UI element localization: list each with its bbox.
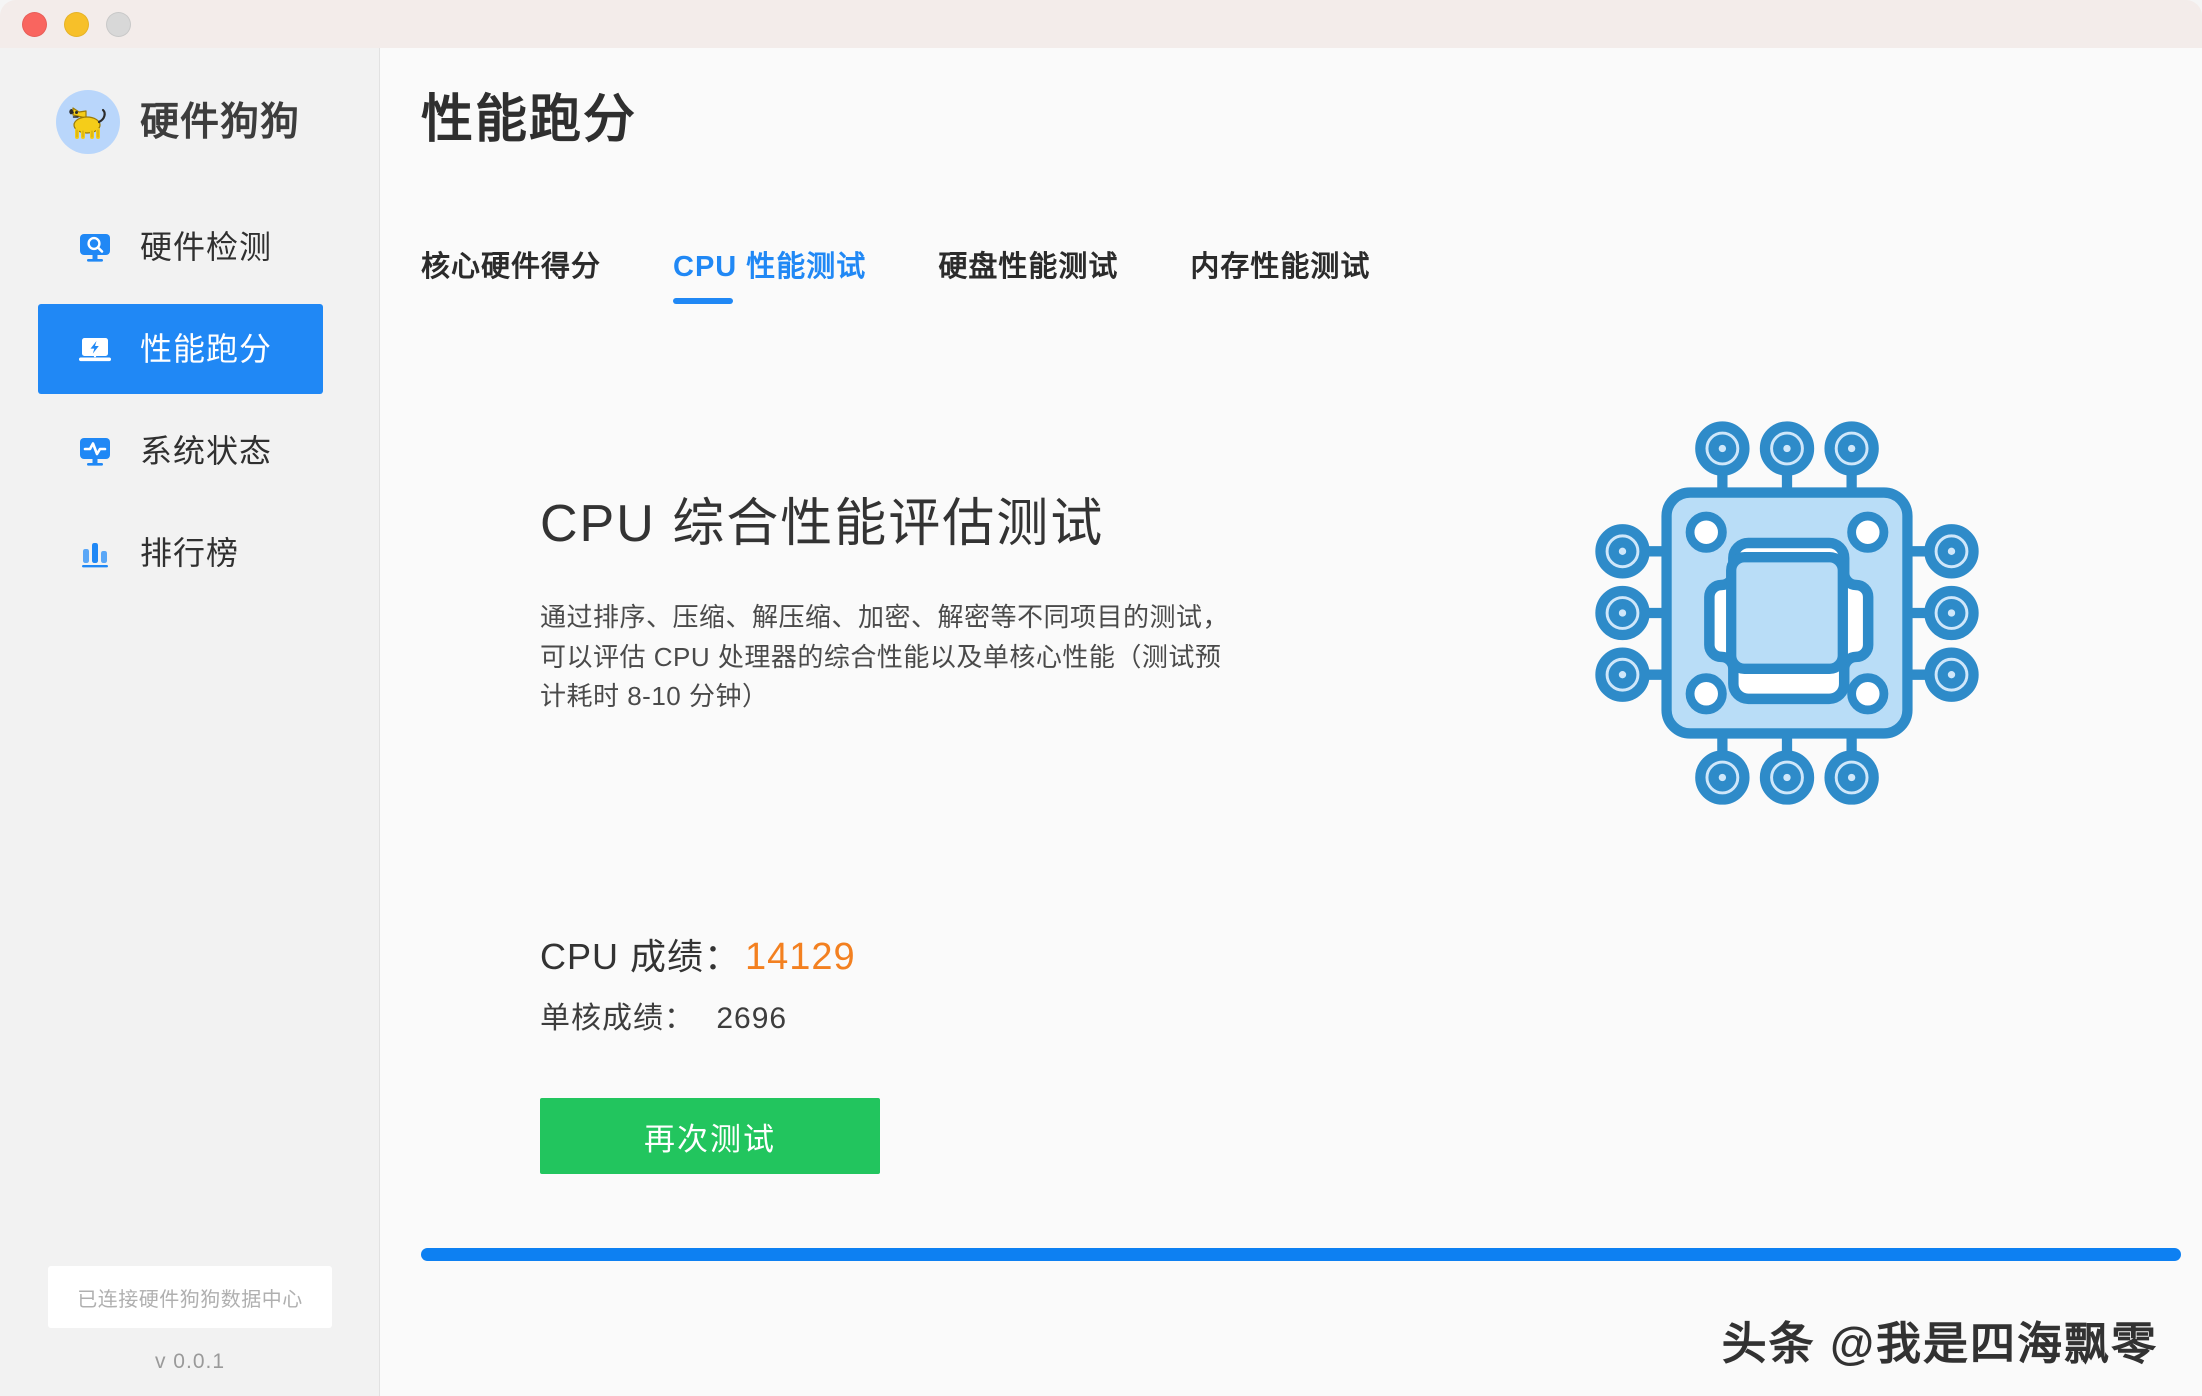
- monitor-pulse-icon: [76, 432, 114, 470]
- page-title: 性能跑分: [421, 91, 638, 149]
- sidebar-item-hardware-detect[interactable]: 硬件检测: [38, 202, 323, 292]
- bar-chart-icon: [76, 534, 114, 572]
- monitor-search-icon: [76, 228, 114, 266]
- tab-cpu-test[interactable]: CPU 性能测试: [673, 253, 866, 304]
- cpu-score-label: CPU 成绩：: [540, 936, 742, 977]
- window-close-button[interactable]: [22, 11, 47, 37]
- tab-disk-test[interactable]: 硬盘性能测试: [938, 251, 1119, 283]
- single-core-score-value: 2696: [716, 1002, 788, 1035]
- main-content: 性能跑分 核心硬件得分 CPU 性能测试 硬盘性能测试 内存性能测试 CPU 综…: [380, 48, 2202, 1396]
- progress-bar-fill: [421, 1248, 2181, 1261]
- cpu-chip-icon: [1552, 378, 2022, 848]
- retest-button[interactable]: 再次测试: [540, 1098, 880, 1174]
- sidebar-item-label: 性能跑分: [140, 331, 273, 367]
- connection-status-text: 已连接硬件狗狗数据中心: [77, 1288, 303, 1311]
- tab-core-hardware-score[interactable]: 核心硬件得分: [421, 251, 602, 283]
- score-block: CPU 成绩： 14129 单核成绩： 2696: [540, 938, 856, 1034]
- connection-status-badge: 已连接硬件狗狗数据中心: [48, 1266, 332, 1328]
- sidebar-item-leaderboard[interactable]: 排行榜: [38, 508, 323, 598]
- sidebar-item-label: 硬件检测: [140, 229, 273, 265]
- sidebar-item-label: 排行榜: [140, 535, 240, 571]
- sidebar-nav: 硬件检测 性能跑分: [0, 202, 379, 598]
- sidebar-footer: 已连接硬件狗狗数据中心 v 0.0.1: [0, 1266, 380, 1374]
- brand-block: 硬件狗狗: [0, 48, 379, 154]
- tab-bar: 核心硬件得分 CPU 性能测试 硬盘性能测试 内存性能测试: [421, 253, 1370, 304]
- progress-bar[interactable]: [421, 1248, 2181, 1261]
- sidebar-item-system-status[interactable]: 系统状态: [38, 406, 323, 496]
- version-label: v 0.0.1: [154, 1350, 226, 1373]
- single-core-score-label: 单核成绩：: [540, 1002, 695, 1035]
- dog-icon: [56, 90, 120, 154]
- sidebar-item-benchmark[interactable]: 性能跑分: [38, 304, 323, 394]
- cpu-score-value: 14129: [745, 936, 856, 978]
- window-titlebar: [0, 0, 2202, 48]
- laptop-bolt-icon: [76, 330, 114, 368]
- cpu-test-panel: CPU 综合性能评估测试 通过排序、压缩、解压缩、加密、解密等不同项目的测试，可…: [380, 378, 2202, 1258]
- watermark-text: 头条 @我是四海飘零: [1721, 1318, 2158, 1369]
- cpu-score-row: CPU 成绩： 14129: [540, 938, 856, 976]
- window-maximize-button[interactable]: [106, 11, 131, 37]
- single-core-score-row: 单核成绩： 2696: [540, 1004, 856, 1034]
- sidebar-item-label: 系统状态: [140, 433, 273, 469]
- brand-name: 硬件狗狗: [140, 100, 301, 144]
- test-info-column: CPU 综合性能评估测试 通过排序、压缩、解压缩、加密、解密等不同项目的测试，可…: [540, 498, 1300, 717]
- window-minimize-button[interactable]: [64, 11, 89, 37]
- test-heading: CPU 综合性能评估测试: [540, 495, 1105, 553]
- test-description: 通过排序、压缩、解压缩、加密、解密等不同项目的测试，可以评估 CPU 处理器的综…: [540, 602, 1230, 712]
- sidebar: 硬件狗狗 硬件检测: [0, 48, 380, 1396]
- tab-memory-test[interactable]: 内存性能测试: [1190, 251, 1371, 283]
- traffic-light-group: [22, 11, 131, 37]
